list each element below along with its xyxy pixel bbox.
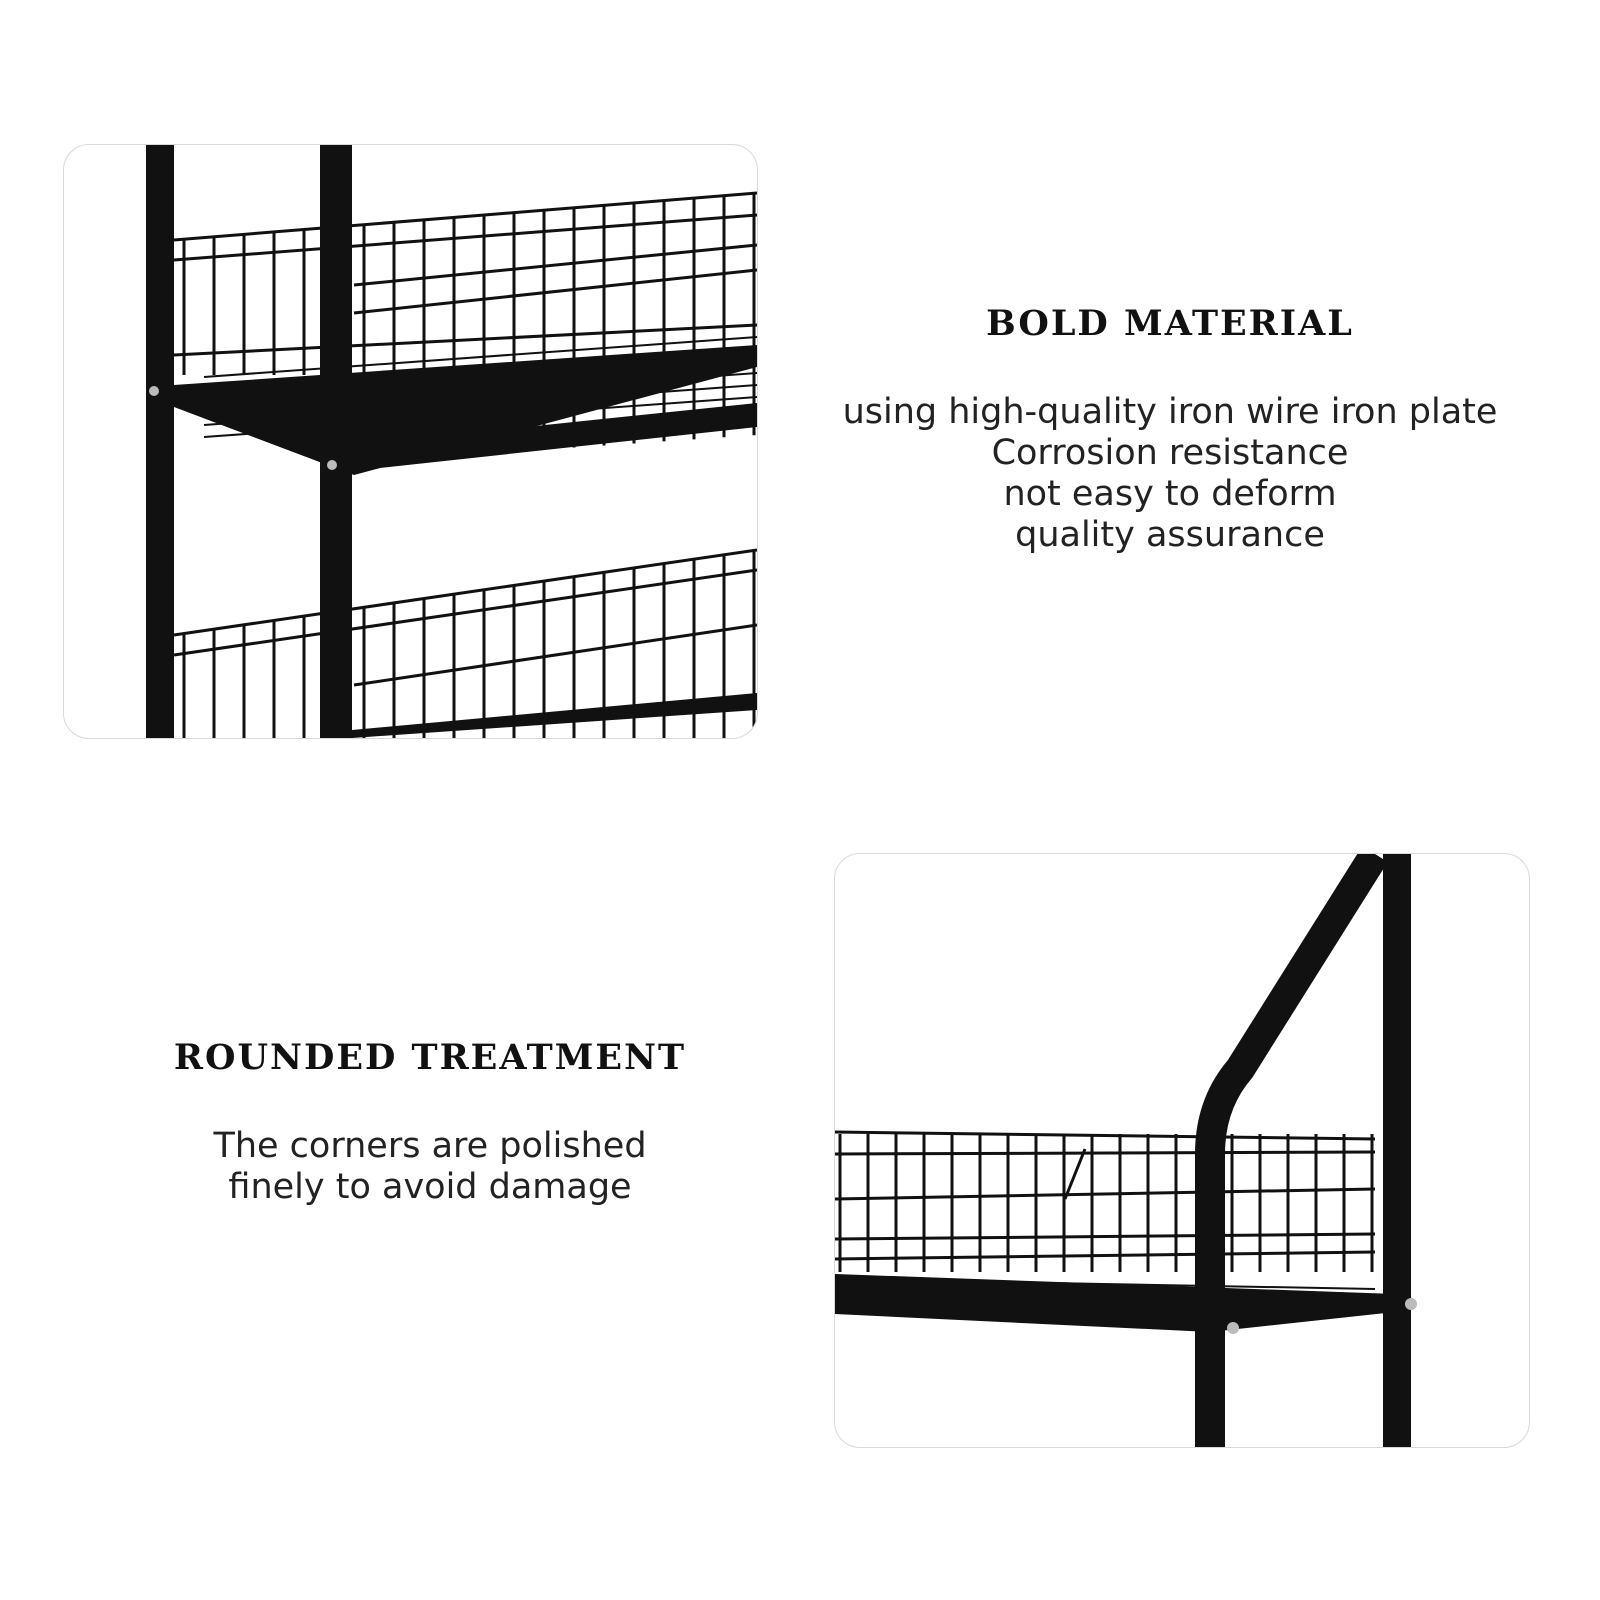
feature-block-rounded-treatment: ROUNDED TREATMENT The corners are polish… bbox=[130, 1030, 730, 1208]
wire-line bbox=[353, 623, 757, 687]
bolt-icon bbox=[327, 460, 337, 470]
wire-line bbox=[835, 1250, 1376, 1261]
basket-wires bbox=[835, 1130, 1376, 1308]
wire-line bbox=[835, 1232, 1376, 1241]
photo-panel-wire-baskets bbox=[63, 144, 758, 739]
rounded-frame-illustration bbox=[835, 854, 1417, 1447]
wire-line bbox=[173, 213, 757, 262]
feature-line: quality assurance bbox=[1015, 515, 1325, 555]
wire-line bbox=[1063, 1148, 1087, 1200]
wire-line bbox=[173, 191, 757, 242]
wire-line bbox=[835, 1187, 1376, 1201]
feature-heading: BOLD MATERIAL bbox=[986, 303, 1354, 344]
bolt-icon bbox=[149, 386, 159, 396]
feature-heading: ROUNDED TREATMENT bbox=[173, 1037, 687, 1078]
feature-line: The corners are polished bbox=[213, 1126, 647, 1166]
wire-line bbox=[353, 243, 757, 287]
feature-line: not easy to deform bbox=[1003, 474, 1337, 514]
bolt-icon bbox=[1227, 1322, 1239, 1334]
rounded-frame-tube bbox=[1195, 854, 1388, 1447]
bolt-icon bbox=[1405, 1298, 1417, 1310]
photo-panel-rounded-corner bbox=[834, 853, 1530, 1448]
wire-line bbox=[835, 1150, 1376, 1156]
shelf-bar-lower bbox=[352, 693, 757, 738]
wire-line bbox=[173, 548, 757, 637]
rack-post-right bbox=[1383, 854, 1411, 1447]
feature-block-bold-material: BOLD MATERIAL using high-quality iron wi… bbox=[770, 296, 1570, 556]
shelf-bar bbox=[835, 1274, 1395, 1332]
feature-description: The corners are polished finely to avoid… bbox=[130, 1126, 730, 1208]
feature-line: finely to avoid damage bbox=[228, 1167, 632, 1207]
shelf-front-upper bbox=[352, 403, 757, 471]
feature-description: using high-quality iron wire iron plate … bbox=[770, 392, 1570, 556]
feature-line: Corrosion resistance bbox=[991, 433, 1349, 473]
shelf-bar-upper bbox=[174, 345, 757, 475]
basket-wires bbox=[173, 191, 757, 738]
feature-line: using high-quality iron wire iron plate bbox=[842, 392, 1498, 432]
wire-line bbox=[173, 323, 757, 357]
wire-line bbox=[353, 268, 757, 315]
wire-basket-rack-illustration bbox=[146, 145, 757, 738]
wire-line bbox=[835, 1130, 1376, 1141]
wire-line bbox=[203, 336, 757, 378]
wire-line bbox=[173, 568, 757, 657]
rack-post-left bbox=[146, 145, 174, 738]
